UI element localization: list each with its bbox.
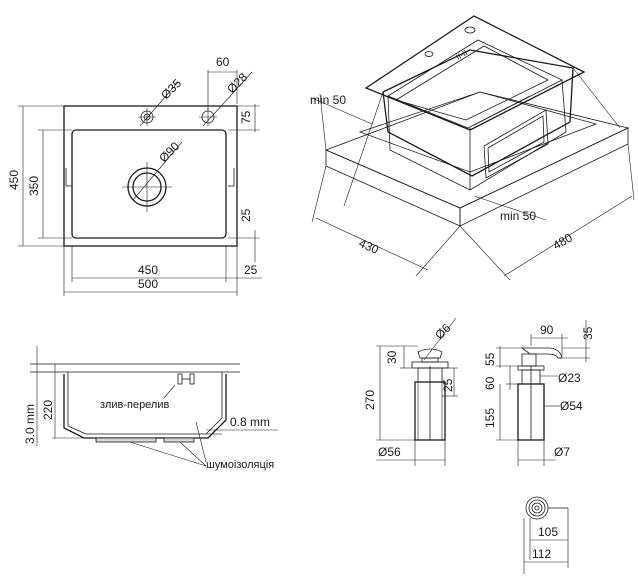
label-noise: шумоізоляція [206, 459, 274, 471]
dim-d90: Ø90 [156, 139, 182, 165]
dim-b-90: 90 [540, 323, 554, 337]
dim-500: 500 [138, 277, 158, 291]
insulation-left [95, 437, 157, 443]
hole-small [138, 108, 156, 126]
insulation-right [163, 437, 195, 443]
dispenser-b-spout [520, 347, 563, 359]
sink-flange [364, 15, 586, 131]
dim-d28: Ø28 [224, 70, 250, 96]
dim-b-d23: Ø23 [558, 371, 581, 385]
top-view: Ø35 Ø28 Ø90 60 75 25 450 350 450 [7, 55, 262, 296]
dim-b-55: 55 [483, 352, 497, 366]
label-plate [483, 109, 549, 179]
dispenser-b: 90 35 55 60 155 Ø23 Ø54 Ø7 [483, 320, 595, 466]
hole-tap [199, 108, 217, 126]
dim-220: 220 [41, 400, 55, 420]
dim-350: 350 [27, 176, 41, 196]
countertop-side [459, 127, 629, 227]
dim-min50-bottom: min 50 [500, 209, 536, 223]
dim-a-25: 25 [441, 378, 455, 392]
overflow-slot [177, 373, 195, 385]
mounting-nut: 105 112 [523, 496, 569, 574]
dim-b-d7: Ø7 [554, 445, 570, 459]
drain [122, 162, 172, 212]
dim-450-width: 450 [138, 263, 158, 277]
dim-3mm: 3.0 mm [23, 404, 37, 444]
isometric-view: II-II min 50 min 50 430 480 [310, 15, 635, 281]
dim-430: 430 [357, 236, 381, 257]
outer-contour [63, 105, 238, 247]
dim-450-height: 450 [7, 170, 21, 190]
dim-d35: Ø35 [158, 76, 184, 102]
dim-25-side: 25 [239, 208, 253, 222]
dispenser-a-cap [417, 348, 443, 359]
dim-a-d6: Ø6 [432, 321, 453, 342]
dim-60: 60 [216, 55, 230, 69]
dim-b-155: 155 [483, 408, 497, 428]
bowl-contour [71, 129, 227, 239]
dim-a-d56: Ø56 [378, 445, 401, 459]
dim-75: 75 [239, 110, 253, 124]
dim-a-270: 270 [363, 390, 377, 410]
dim-a-30: 30 [385, 350, 399, 364]
dim-b-60: 60 [483, 376, 497, 390]
sink-body [382, 49, 574, 177]
dim-25-bottom: 25 [244, 263, 258, 277]
label-overflow: злив-перелив [100, 399, 169, 411]
dim-105: 105 [538, 525, 558, 539]
dim-min50-top: min 50 [310, 93, 346, 107]
dim-b-35: 35 [581, 326, 595, 340]
dim-112: 112 [532, 547, 551, 561]
dispenser-a: Ø6 30 270 25 Ø56 [363, 317, 458, 466]
section-view: злив-перелив 3.0 mm 220 0.8 mm шумоізоля… [23, 346, 278, 471]
dim-08mm: 0.8 mm [230, 415, 270, 429]
dim-b-d54: Ø54 [560, 399, 583, 413]
brand-logo: II-II [455, 48, 470, 62]
